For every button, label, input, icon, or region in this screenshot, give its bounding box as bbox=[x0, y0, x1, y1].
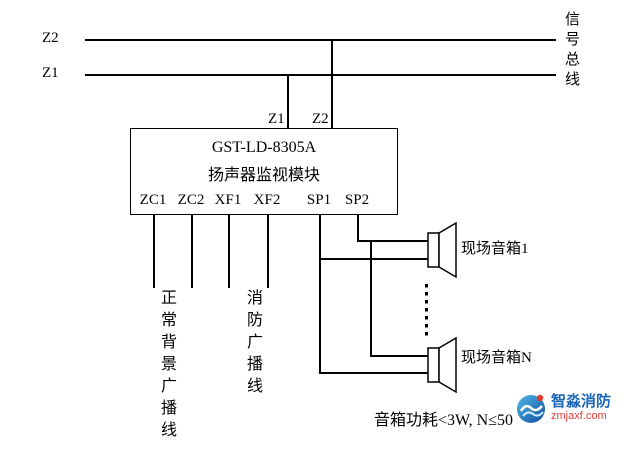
logo: 智淼消防 zmjaxf.com bbox=[516, 393, 611, 424]
sp1-speaker1-wire bbox=[319, 258, 429, 260]
logo-name: 智淼消防 bbox=[551, 393, 612, 410]
speaker1-label: 现场音箱1 bbox=[461, 241, 529, 257]
speakerN-icon bbox=[427, 337, 457, 394]
terminal-xf1: XF1 bbox=[214, 192, 242, 208]
sp2-wire bbox=[357, 215, 359, 241]
sp1-wire bbox=[319, 215, 321, 373]
z1-bus-line bbox=[85, 74, 556, 76]
z1-bus-label: Z1 bbox=[42, 65, 59, 81]
module-model: GST-LD-8305A bbox=[211, 139, 317, 156]
z2-bus-line bbox=[85, 39, 556, 41]
xf2-wire bbox=[267, 215, 269, 288]
zc1-wire bbox=[153, 215, 155, 288]
terminal-sp2: SP2 bbox=[344, 192, 370, 208]
module-input-z1-label: Z1 bbox=[268, 111, 285, 127]
sp1-speakerN-wire bbox=[319, 372, 429, 374]
speakers-ellipsis bbox=[425, 284, 428, 336]
logo-url: zmjaxf.com bbox=[551, 410, 607, 422]
z2-drop-wire bbox=[331, 39, 333, 128]
terminal-xf2: XF2 bbox=[253, 192, 281, 208]
sp2-speakerN-wire bbox=[370, 355, 429, 357]
module-box bbox=[130, 128, 398, 215]
signal-bus-label: 信号总线 bbox=[563, 11, 579, 91]
z2-bus-label: Z2 bbox=[42, 30, 59, 46]
power-note: 音箱功耗<3W, N≤50 bbox=[374, 412, 513, 429]
z1-drop-wire bbox=[287, 74, 289, 128]
sp2-speaker1-wire bbox=[357, 240, 429, 242]
zc2-wire bbox=[191, 215, 193, 288]
sp2-branch-wire bbox=[370, 240, 372, 356]
xf1-wire bbox=[228, 215, 230, 288]
terminal-zc2: ZC2 bbox=[177, 192, 205, 208]
normal-broadcast-label: 正常背景广播线 bbox=[158, 289, 175, 443]
logo-icon bbox=[517, 394, 545, 423]
terminal-sp1: SP1 bbox=[306, 192, 332, 208]
module-input-z2-label: Z2 bbox=[312, 111, 329, 127]
speaker1-icon bbox=[427, 222, 457, 279]
module-name: 扬声器监视模块 bbox=[207, 167, 320, 184]
terminal-zc1: ZC1 bbox=[139, 192, 167, 208]
fire-broadcast-label: 消防广播线 bbox=[244, 289, 261, 399]
speakerN-label: 现场音箱N bbox=[461, 350, 532, 366]
